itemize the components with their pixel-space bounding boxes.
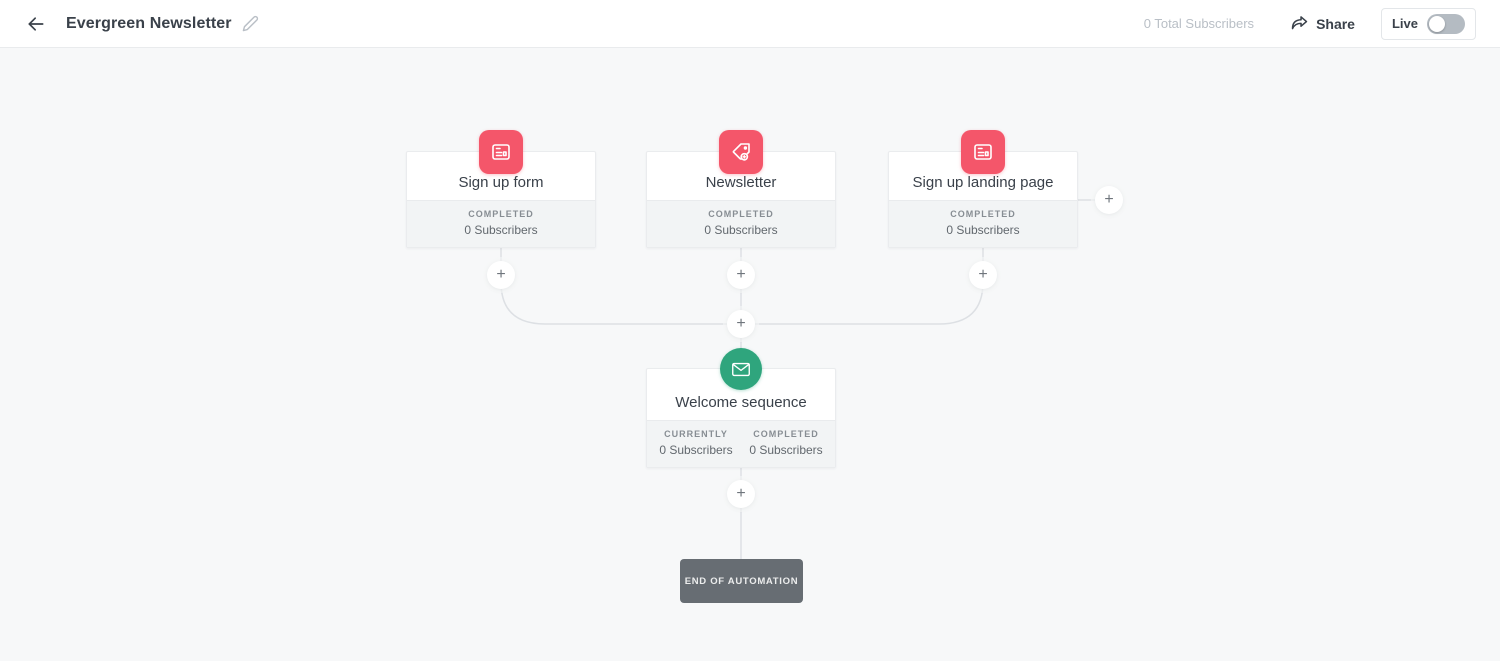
add-entry-point-button[interactable]: + <box>1095 186 1123 214</box>
node-sign-up-form[interactable]: Sign up form COMPLETED 0 Subscribers <box>406 130 596 248</box>
page-title: Evergreen Newsletter <box>66 14 232 32</box>
edit-title-button[interactable] <box>242 15 259 32</box>
stat-label: COMPLETED <box>468 209 534 219</box>
back-arrow-icon <box>28 16 44 31</box>
node-stats: COMPLETED 0 Subscribers <box>407 200 595 247</box>
form-icon <box>479 130 523 174</box>
stat: COMPLETED 0 Subscribers <box>464 209 537 237</box>
stat: COMPLETED 0 Subscribers <box>749 429 822 457</box>
stat-value: 0 Subscribers <box>749 443 823 457</box>
stat-label: COMPLETED <box>753 429 819 439</box>
node-sign-up-landing-page[interactable]: Sign up landing page COMPLETED 0 Subscri… <box>888 130 1078 248</box>
node-title: Welcome sequence <box>675 394 807 411</box>
header-bar: Evergreen Newsletter 0 Total Subscribers… <box>0 0 1500 48</box>
add-step-button-after-landing-page[interactable]: + <box>969 261 997 289</box>
stat-value: 0 Subscribers <box>704 223 778 237</box>
live-label: Live <box>1391 16 1418 31</box>
add-step-button-after-form[interactable]: + <box>487 261 515 289</box>
end-of-automation-node: END OF AUTOMATION <box>680 559 803 603</box>
live-toggle-group: Live <box>1380 7 1476 40</box>
stat-label: COMPLETED <box>708 209 774 219</box>
node-head: Sign up form <box>407 130 595 200</box>
live-toggle-knob <box>1429 15 1445 32</box>
stat: CURRENTLY 0 Subscribers <box>659 429 732 457</box>
stat-value: 0 Subscribers <box>464 223 538 237</box>
landing-page-icon <box>961 130 1005 174</box>
node-welcome-sequence[interactable]: Welcome sequence CURRENTLY 0 Subscribers… <box>646 348 836 468</box>
node-stats: COMPLETED 0 Subscribers <box>647 200 835 247</box>
node-stats: COMPLETED 0 Subscribers <box>889 200 1077 247</box>
node-title: Newsletter <box>705 174 777 191</box>
node-title: Sign up landing page <box>912 174 1054 191</box>
tag-icon <box>719 130 763 174</box>
share-label: Share <box>1316 15 1355 32</box>
node-newsletter[interactable]: Newsletter COMPLETED 0 Subscribers <box>646 130 836 248</box>
node-head: Sign up landing page <box>889 130 1077 200</box>
share-icon <box>1291 16 1308 30</box>
stat: COMPLETED 0 Subscribers <box>704 209 777 237</box>
email-icon <box>720 348 762 390</box>
node-stats: CURRENTLY 0 Subscribers COMPLETED 0 Subs… <box>647 420 835 467</box>
end-of-automation-label: END OF AUTOMATION <box>684 575 799 587</box>
stat-label: COMPLETED <box>950 209 1016 219</box>
header-actions: 0 Total Subscribers Share Live <box>1143 7 1476 40</box>
share-button[interactable]: Share <box>1290 15 1355 32</box>
live-toggle[interactable] <box>1427 13 1465 34</box>
total-subscribers: 0 Total Subscribers <box>1143 16 1255 31</box>
stat: COMPLETED 0 Subscribers <box>946 209 1019 237</box>
stat-value: 0 Subscribers <box>946 223 1020 237</box>
add-step-button-merge[interactable]: + <box>727 310 755 338</box>
node-head: Welcome sequence <box>647 348 835 420</box>
back-button[interactable] <box>24 12 48 36</box>
pencil-icon <box>242 15 258 32</box>
stat-label: CURRENTLY <box>664 429 728 439</box>
add-step-button-after-newsletter[interactable]: + <box>727 261 755 289</box>
node-title: Sign up form <box>458 174 544 191</box>
node-head: Newsletter <box>647 130 835 200</box>
add-step-button-after-sequence[interactable]: + <box>727 480 755 508</box>
stat-value: 0 Subscribers <box>659 443 733 457</box>
